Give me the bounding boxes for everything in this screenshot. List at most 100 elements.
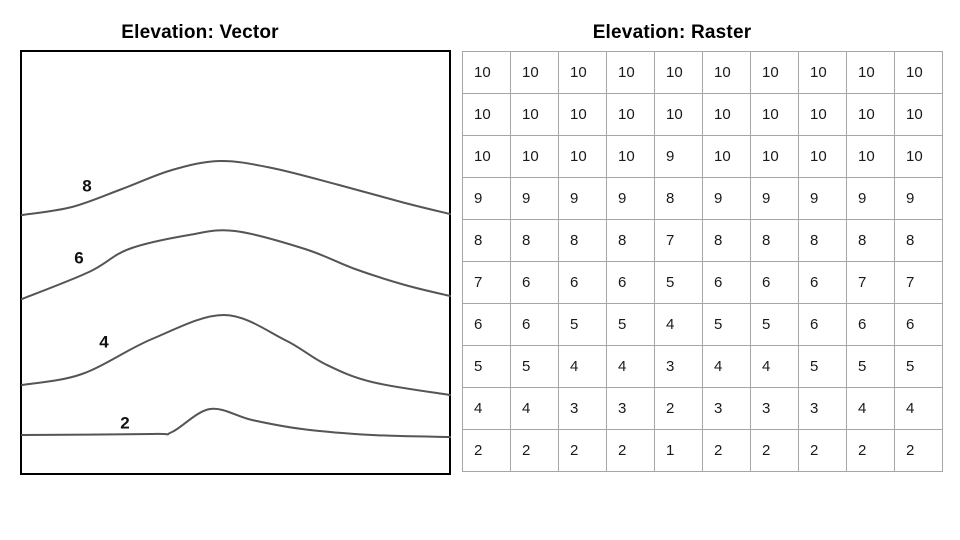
raster-cell: 1 [654, 429, 703, 472]
raster-cell: 6 [846, 303, 895, 346]
raster-cell: 10 [750, 93, 799, 136]
raster-cell: 5 [702, 303, 751, 346]
contour-label-8: 8 [80, 176, 94, 196]
raster-cell: 10 [558, 135, 607, 178]
raster-cell: 6 [894, 303, 943, 346]
raster-cell: 8 [462, 219, 511, 262]
raster-cell: 10 [798, 135, 847, 178]
contour-label-4: 4 [97, 332, 111, 352]
raster-cell: 4 [750, 345, 799, 388]
raster-cell: 10 [846, 51, 895, 94]
raster-cell: 4 [894, 387, 943, 430]
raster-cell: 6 [798, 261, 847, 304]
raster-cell: 3 [750, 387, 799, 430]
raster-cell: 4 [654, 303, 703, 346]
raster-cell: 8 [894, 219, 943, 262]
raster-cell: 2 [798, 429, 847, 472]
raster-cell: 8 [654, 177, 703, 220]
raster-panel-title: Elevation: Raster [592, 22, 752, 43]
raster-cell: 3 [606, 387, 655, 430]
raster-cell: 5 [654, 261, 703, 304]
contour-label-6: 6 [72, 248, 86, 268]
raster-cell: 2 [558, 429, 607, 472]
raster-cell: 10 [846, 135, 895, 178]
raster-cell: 5 [894, 345, 943, 388]
raster-cell: 6 [750, 261, 799, 304]
raster-cell: 10 [894, 135, 943, 178]
raster-cell: 3 [798, 387, 847, 430]
raster-cell: 10 [894, 93, 943, 136]
raster-cell: 9 [750, 177, 799, 220]
raster-cell: 10 [510, 93, 559, 136]
raster-cell: 3 [702, 387, 751, 430]
raster-cell: 6 [798, 303, 847, 346]
raster-cell: 2 [750, 429, 799, 472]
raster-cell: 4 [510, 387, 559, 430]
raster-cell: 8 [750, 219, 799, 262]
raster-cell: 4 [846, 387, 895, 430]
raster-cell: 10 [462, 135, 511, 178]
raster-cell: 8 [846, 219, 895, 262]
raster-cell: 2 [702, 429, 751, 472]
raster-cell: 9 [846, 177, 895, 220]
raster-cell: 3 [654, 345, 703, 388]
raster-cell: 7 [846, 261, 895, 304]
raster-cell: 10 [462, 51, 511, 94]
raster-cell: 5 [750, 303, 799, 346]
raster-cell: 2 [606, 429, 655, 472]
raster-cell: 6 [510, 261, 559, 304]
raster-cell: 4 [702, 345, 751, 388]
raster-cell: 10 [798, 93, 847, 136]
raster-cell: 5 [606, 303, 655, 346]
raster-cell: 10 [702, 51, 751, 94]
raster-cell: 6 [702, 261, 751, 304]
raster-cell: 2 [462, 429, 511, 472]
raster-cell: 5 [846, 345, 895, 388]
raster-cell: 10 [654, 51, 703, 94]
contour-lines-svg [21, 159, 451, 438]
raster-cell: 10 [558, 93, 607, 136]
raster-cell: 6 [558, 261, 607, 304]
raster-cell: 6 [510, 303, 559, 346]
raster-cell: 10 [606, 51, 655, 94]
raster-cell: 8 [510, 219, 559, 262]
raster-cell: 10 [750, 51, 799, 94]
contour-line-6 [21, 229, 451, 300]
raster-cell: 6 [462, 303, 511, 346]
raster-cell: 10 [558, 51, 607, 94]
raster-cell: 9 [510, 177, 559, 220]
raster-cell: 10 [654, 93, 703, 136]
raster-cell: 9 [558, 177, 607, 220]
raster-cell: 7 [462, 261, 511, 304]
raster-cell: 10 [750, 135, 799, 178]
vector-panel-title: Elevation: Vector [121, 22, 279, 43]
raster-cell: 10 [798, 51, 847, 94]
raster-cell: 8 [606, 219, 655, 262]
raster-cell: 2 [846, 429, 895, 472]
raster-cell: 2 [654, 387, 703, 430]
contour-line-4 [21, 313, 451, 396]
raster-cell: 10 [702, 135, 751, 178]
raster-cell: 10 [510, 51, 559, 94]
raster-cell: 5 [510, 345, 559, 388]
raster-cell: 10 [510, 135, 559, 178]
raster-cell: 2 [894, 429, 943, 472]
raster-cell: 10 [702, 93, 751, 136]
contour-line-8 [21, 159, 451, 216]
raster-cell: 4 [606, 345, 655, 388]
contour-line-2 [21, 407, 451, 438]
raster-cell: 4 [558, 345, 607, 388]
raster-cell: 8 [558, 219, 607, 262]
raster-cell: 8 [702, 219, 751, 262]
